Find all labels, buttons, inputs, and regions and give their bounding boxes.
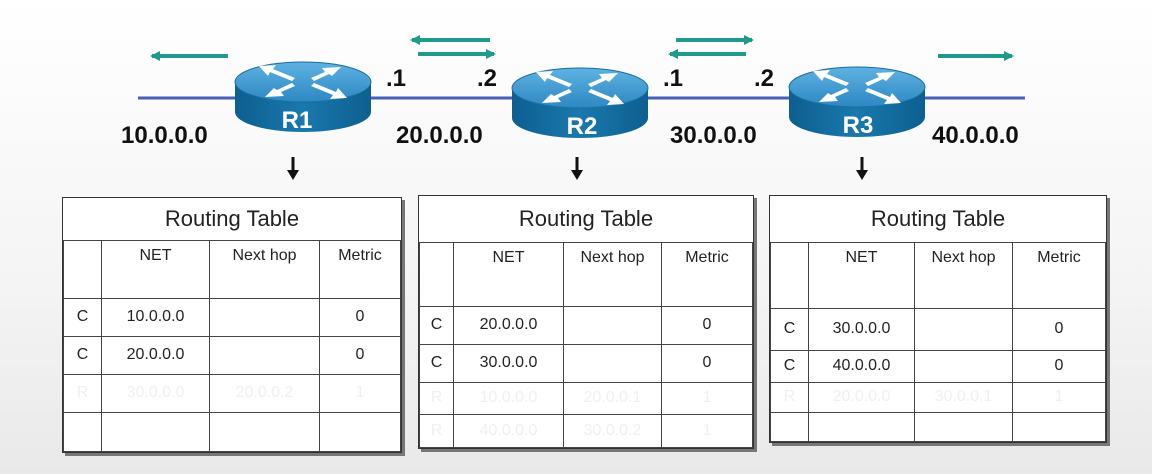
router-r2-label: R2	[567, 113, 598, 140]
route-metric: 1	[661, 381, 753, 415]
route-next-hop	[209, 297, 320, 337]
column-header: NET	[808, 241, 915, 309]
route-type: R	[419, 381, 454, 415]
route-type: C	[63, 335, 102, 375]
table-row	[770, 411, 1106, 442]
route-next-hop	[209, 335, 320, 375]
table-row: C 10.0.0.0 0	[63, 297, 401, 337]
table-row: C 40.0.0.0 0	[770, 349, 1106, 383]
route-type	[63, 411, 102, 452]
route-net: 20.0.0.0	[808, 381, 915, 413]
router-r3[interactable]: R3	[788, 66, 926, 139]
route-metric: 0	[1012, 349, 1106, 383]
route-next-hop	[563, 343, 662, 383]
column-header: Next hop	[563, 241, 662, 307]
router-r3-label: R3	[843, 112, 874, 139]
router-r2[interactable]: R2	[511, 67, 649, 140]
route-metric: 0	[661, 305, 753, 345]
route-next-hop	[209, 411, 320, 452]
table-row	[63, 411, 401, 452]
route-metric	[1012, 411, 1106, 442]
column-header: Metric	[1012, 241, 1106, 309]
route-metric: 1	[319, 373, 401, 413]
route-metric	[319, 411, 401, 452]
route-metric: 1	[1012, 381, 1106, 413]
route-net: 20.0.0.0	[453, 305, 564, 345]
route-type: C	[770, 307, 809, 351]
route-metric: 0	[661, 343, 753, 383]
table-row: R 30.0.0.0 20.0.0.2 1	[63, 373, 401, 413]
route-net: 30.0.0.0	[453, 343, 564, 383]
routing-table-title: Routing Table	[770, 196, 1106, 243]
interface-label: .2	[477, 65, 497, 92]
network-label: 30.0.0.0	[670, 122, 757, 149]
table-row: C 20.0.0.0 0	[63, 335, 401, 375]
route-next-hop: 20.0.0.1	[563, 381, 662, 415]
route-next-hop: 30.0.0.2	[563, 413, 662, 448]
routing-table-r1: Routing Table NET Next hop Metric C 10.0…	[62, 197, 402, 453]
router-r1-label: R1	[282, 107, 313, 134]
route-metric: 0	[319, 297, 401, 337]
route-net: 10.0.0.0	[453, 381, 564, 415]
interface-label: .1	[663, 65, 683, 92]
column-header: Metric	[661, 241, 753, 307]
column-header: NET	[453, 241, 564, 307]
column-header: Metric	[319, 239, 401, 299]
network-topology: R1 R2 R3 .1 .2 .1 .2 10.0.0.0 20.0.0.0 3…	[121, 35, 1025, 180]
route-net	[101, 411, 210, 452]
route-net: 20.0.0.0	[101, 335, 210, 375]
route-type	[770, 411, 809, 442]
route-type: C	[770, 349, 809, 383]
route-next-hop	[914, 411, 1013, 442]
column-header: NET	[101, 239, 210, 299]
route-net: 40.0.0.0	[453, 413, 564, 448]
route-type: C	[63, 297, 102, 337]
column-header: Next hop	[914, 241, 1013, 309]
route-net: 10.0.0.0	[101, 297, 210, 337]
column-header	[63, 239, 102, 299]
route-next-hop	[914, 307, 1013, 351]
table-row: R 40.0.0.0 30.0.0.2 1	[419, 413, 753, 448]
route-metric: 0	[1012, 307, 1106, 351]
column-header	[419, 241, 454, 307]
table-row: C 30.0.0.0 0	[770, 307, 1106, 351]
route-type: C	[419, 343, 454, 383]
routing-table-title: Routing Table	[419, 196, 753, 243]
route-next-hop: 30.0.0.1	[914, 381, 1013, 413]
route-next-hop	[563, 305, 662, 345]
arrow-down-icon	[856, 157, 868, 180]
route-net: 40.0.0.0	[808, 349, 915, 383]
network-label: 40.0.0.0	[932, 122, 1019, 149]
route-type: R	[770, 381, 809, 413]
routing-table-r3: Routing Table NET Next hop Metric C 30.0…	[769, 195, 1107, 443]
update-arrows	[150, 35, 1014, 61]
route-next-hop: 20.0.0.2	[209, 373, 320, 413]
column-header	[770, 241, 809, 309]
column-header: Next hop	[209, 239, 320, 299]
interface-label: .1	[386, 65, 406, 92]
routing-table-r2: Routing Table NET Next hop Metric C 20.0…	[418, 195, 754, 449]
table-row: C 20.0.0.0 0	[419, 305, 753, 345]
route-net: 30.0.0.0	[101, 373, 210, 413]
table-row: R 10.0.0.0 20.0.0.1 1	[419, 381, 753, 415]
route-next-hop	[914, 349, 1013, 383]
arrow-down-icon	[287, 157, 299, 180]
network-label: 20.0.0.0	[396, 122, 483, 149]
route-net: 30.0.0.0	[808, 307, 915, 351]
routing-table-title: Routing Table	[63, 198, 401, 241]
network-label: 10.0.0.0	[121, 122, 208, 149]
interface-label: .2	[754, 65, 774, 92]
route-metric: 1	[661, 413, 753, 448]
route-net	[808, 411, 915, 442]
router-r1[interactable]: R1	[234, 61, 372, 134]
table-row: C 30.0.0.0 0	[419, 343, 753, 383]
table-row: R 20.0.0.0 30.0.0.1 1	[770, 381, 1106, 413]
arrow-down-icon	[571, 157, 583, 180]
route-type: R	[63, 373, 102, 413]
route-metric: 0	[319, 335, 401, 375]
route-type: C	[419, 305, 454, 345]
route-type: R	[419, 413, 454, 448]
